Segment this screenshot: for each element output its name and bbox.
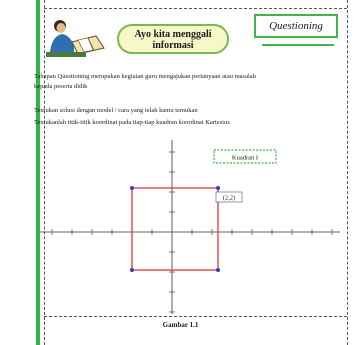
- figure-caption: Gambar 1.1: [162, 321, 199, 329]
- x-axis: [40, 229, 340, 235]
- questioning-underline: [262, 44, 334, 46]
- point-callout: (2,2): [215, 191, 243, 203]
- intro-line-2: kepada peserta didik: [34, 83, 88, 90]
- questioning-label: Questioning: [254, 14, 338, 38]
- intro-line-1: Tahapan Questioning merupakan kegiatan g…: [34, 73, 256, 80]
- task-line-2: Tentukanlah titik-titik koordinat pada t…: [34, 119, 230, 126]
- vertex-bottom-left: [130, 268, 134, 272]
- page-border-left: [44, 0, 45, 345]
- ask-explore-badge: Ayo kita menggali informasi: [117, 24, 229, 54]
- page-border-right: [347, 0, 348, 345]
- quadrant-callout: Kuadran I: [213, 149, 277, 164]
- person-reading-book-icon: [46, 20, 105, 57]
- point-label: (2,2): [223, 195, 235, 202]
- task-line-1: Temukan solusi dengan model / cara yang …: [34, 107, 198, 114]
- vertex-bottom-right: [216, 268, 220, 272]
- margin-bar: [36, 0, 40, 345]
- page-border-bottom: [44, 316, 347, 317]
- vertex-top-left: [130, 186, 134, 190]
- ask-line-1: Ayo kita menggali: [134, 29, 212, 40]
- vertex-top-right: [216, 186, 220, 190]
- page-border-top: [44, 8, 347, 9]
- square-shape: [131, 187, 219, 271]
- y-axis: [169, 140, 175, 314]
- cartesian-figure: Kuadran I (2,2): [40, 140, 340, 314]
- quadrant-label: Kuadran I: [232, 155, 258, 162]
- ask-line-2: informasi: [152, 40, 194, 51]
